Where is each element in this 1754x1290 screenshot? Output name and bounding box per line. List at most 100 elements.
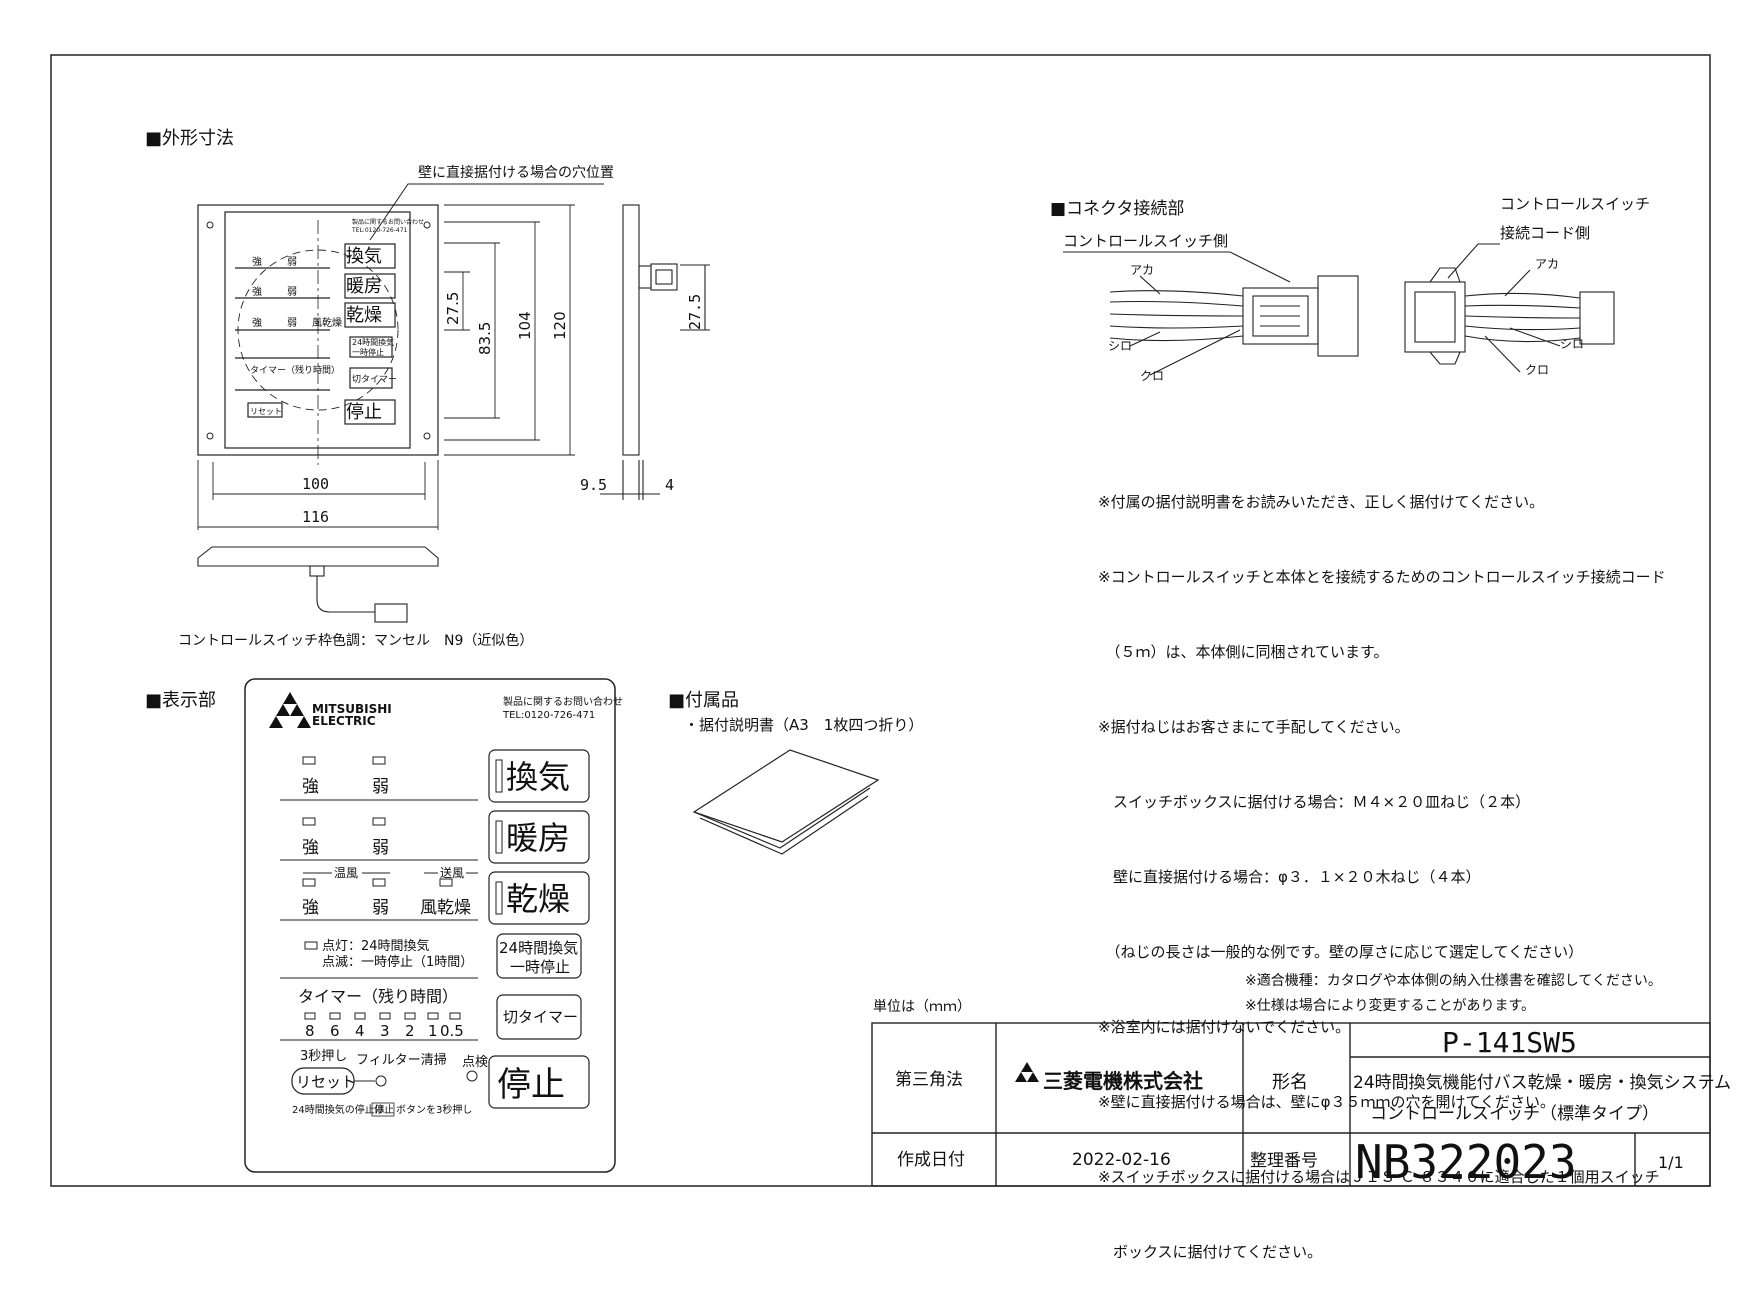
filter-label: フィルター清掃 — [356, 1052, 447, 1068]
inquiry-label: 製品に関するお問い合わせ — [503, 695, 623, 708]
svg-text:リセット: リセット — [296, 1073, 356, 1091]
model-description-2: コントロールスイッチ（標準タイプ） — [1370, 1104, 1659, 1124]
svg-text:アカ: アカ — [1535, 257, 1559, 271]
note-line: ※スイッチボックスに据付ける場合はＪＩＳ Ｃ ８３４０に適合した１個用スイッチ — [1098, 1168, 1660, 1186]
dim-9-5: 9.5 — [580, 476, 607, 494]
outline-bottom-view — [197, 546, 439, 623]
timer-values: 8 6 4 3 2 1 0.5 — [305, 1022, 464, 1040]
send-wind-label: 送風 — [440, 865, 464, 880]
accessory-item: ・据付説明書（A3 1枚四つ折り） — [684, 716, 923, 734]
svg-text:24時間換気: 24時間換気 — [352, 337, 394, 347]
note-models: ※適合機種：カタログや本体側の納入仕様書を確認してください。 — [1245, 972, 1662, 989]
outline-vertical-dim-labels: 120 104 83.5 27.5 — [444, 292, 569, 355]
svg-text:24時間換気: 24時間換気 — [499, 939, 578, 957]
svg-text:1: 1 — [428, 1022, 438, 1040]
reset-button[interactable]: リセット — [291, 1067, 356, 1095]
svg-text:4: 4 — [355, 1022, 365, 1040]
brand-line-1: MITSUBISHI — [312, 702, 392, 716]
heading-outline: ■外形寸法 — [145, 128, 234, 149]
number-label: 整理番号 — [1250, 1151, 1318, 1171]
svg-text:強: 強 — [252, 285, 262, 298]
stop-note-2: ボタンを3秒押し — [396, 1103, 472, 1116]
note-line: ※壁に直接据付ける場合は、壁にφ３５ｍｍの穴を開けてください。 — [1098, 1093, 1556, 1111]
svg-text:リセット: リセット — [250, 407, 282, 416]
svg-text:強: 強 — [252, 255, 262, 268]
svg-text:一時停止: 一時停止 — [352, 347, 384, 357]
lamp-on-legend: 点灯：24時間換気 — [322, 938, 430, 954]
outline-vertical-dims — [444, 204, 575, 456]
svg-text:暖房: 暖房 — [346, 276, 382, 297]
svg-text:弱: 弱 — [287, 286, 297, 298]
svg-text:乾燥: 乾燥 — [506, 880, 570, 918]
dim-4: 4 — [665, 476, 674, 494]
pause-24h-button[interactable]: 24時間換気 一時停止 — [496, 933, 582, 979]
svg-text:換気: 換気 — [506, 758, 570, 796]
note-line: ※コントロールスイッチと本体とを接続するためのコントロールスイッチ接続コード — [1098, 568, 1666, 586]
connector-diagram — [1063, 243, 1615, 376]
svg-text:風乾燥: 風乾燥 — [420, 898, 471, 918]
dim-27-5-side: 27.5 — [686, 294, 704, 330]
svg-text:弱: 弱 — [372, 777, 389, 797]
frame-color-note: コントロールスイッチ枠色調：マンセル N9（近似色） — [178, 632, 533, 649]
off-timer-button[interactable]: 切タイマー — [496, 994, 582, 1040]
svg-text:シロ: シロ — [1560, 337, 1584, 351]
company-logo-icon — [1015, 1062, 1039, 1082]
model-number: P-141SW5 — [1442, 1026, 1577, 1059]
ventilate-button[interactable]: 換気 — [488, 749, 590, 803]
mode-labels: 強 弱 強 弱 強 弱 風乾燥 — [302, 777, 471, 918]
svg-text:シロ: シロ — [1108, 339, 1132, 353]
heading-connector: ■コネクタ接続部 — [1050, 199, 1184, 219]
outline-side-view — [600, 204, 710, 500]
display-panel: MITSUBISHI ELECTRIC 製品に関するお問い合わせ TEL:012… — [244, 678, 623, 1173]
svg-text:乾燥: 乾燥 — [346, 305, 382, 326]
svg-text:8: 8 — [305, 1022, 315, 1040]
note-change: ※仕様は場合により変更することがあります。 — [1245, 997, 1535, 1014]
svg-text:クロ: クロ — [1525, 363, 1549, 377]
connector-label-right-2: 接続コード側 — [1500, 224, 1590, 242]
svg-text:2: 2 — [405, 1022, 415, 1040]
svg-text:暖房: 暖房 — [506, 819, 570, 857]
projection-method: 第三角法 — [895, 1070, 963, 1090]
inquiry-tel: TEL:0120-726-471 — [502, 710, 595, 721]
check-label: 点検 — [462, 1055, 488, 1070]
svg-text:強: 強 — [252, 316, 262, 329]
document-number: NB322023 — [1355, 1135, 1577, 1189]
svg-text:強: 強 — [302, 838, 319, 858]
mitsubishi-logo-icon — [269, 692, 311, 728]
connector-wire-labels: アカ シロ クロ アカ シロ クロ — [1108, 257, 1584, 383]
model-label: 形名 — [1272, 1072, 1308, 1093]
svg-text:強: 強 — [302, 777, 319, 797]
brand-line-2: ELECTRIC — [312, 714, 376, 728]
note-line: ※付属の据付説明書をお読みいただき、正しく据付けてください。 — [1098, 493, 1545, 511]
dry-button[interactable]: 乾燥 — [488, 871, 590, 925]
svg-text:風乾燥: 風乾燥 — [312, 316, 342, 329]
svg-text:83.5: 83.5 — [476, 322, 494, 355]
svg-text:120: 120 — [551, 311, 569, 340]
outline-front-view — [197, 204, 439, 465]
note-line: 壁に直接据付ける場合：φ３．１×２０木ねじ（４本） — [1098, 868, 1481, 886]
press-3sec-label: 3秒押し — [300, 1049, 347, 1064]
outline-front-text: 換気 暖房 乾燥 停止 切タイマー 24時間換気 一時停止 強 弱 強 弱 強 … — [250, 218, 424, 423]
svg-text:タイマー（残り時間）: タイマー（残り時間） — [250, 364, 340, 376]
svg-text:強: 強 — [302, 898, 319, 918]
check-lamp — [466, 1070, 478, 1082]
filter-lamp — [375, 1075, 387, 1087]
note-line: （ねじの長さは一般的な例です。壁の厚さに応じて選定してください） — [1098, 943, 1584, 961]
page-number: 1/1 — [1658, 1153, 1684, 1172]
svg-text:一時停止: 一時停止 — [510, 958, 570, 976]
svg-text:換気: 換気 — [346, 246, 382, 267]
stop-button[interactable]: 停止 — [488, 1055, 590, 1109]
hole-position-note: 壁に直接据付ける場合の穴位置 — [418, 164, 614, 181]
svg-text:製品に関するお問い合わせ: 製品に関するお問い合わせ — [352, 218, 424, 226]
heading-display: ■表示部 — [145, 690, 216, 711]
heat-button[interactable]: 暖房 — [488, 810, 590, 864]
svg-text:6: 6 — [330, 1022, 340, 1040]
timer-label: タイマー（残り時間） — [298, 987, 458, 1006]
warm-wind-label: 温風 — [334, 866, 358, 880]
date-label: 作成日付 — [897, 1150, 965, 1170]
svg-text:27.5: 27.5 — [444, 292, 462, 325]
note-line: ボックスに据付けてください。 — [1098, 1243, 1323, 1261]
svg-text:弱: 弱 — [287, 256, 297, 268]
note-line: ※据付ねじはお客さまにて手配してください。 — [1098, 718, 1410, 736]
installation-notes: ※付属の据付説明書をお読みいただき、正しく据付けてください。 ※コントロールスイ… — [1098, 440, 1666, 1290]
